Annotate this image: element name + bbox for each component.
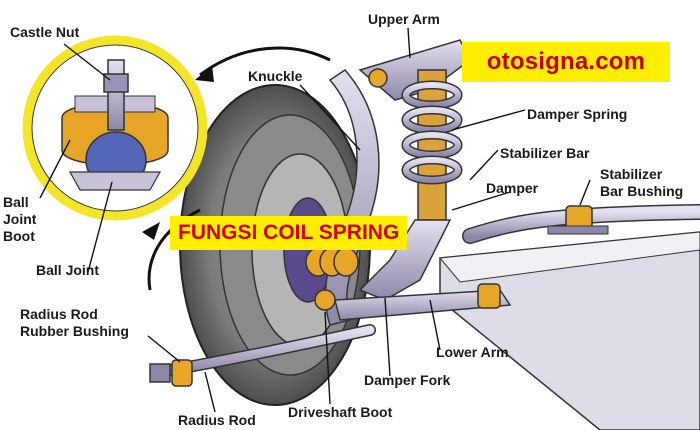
label-knuckle: Knuckle xyxy=(248,68,303,84)
label-radius-rod: Radius Rod xyxy=(178,412,256,428)
label-castle-nut: Castle Nut xyxy=(10,24,80,40)
radius-rod xyxy=(149,324,376,387)
stabilizer-bushing xyxy=(565,205,593,229)
label-radius-rod-bushing-1: Radius Rod xyxy=(20,306,98,322)
label-stabilizer-bar: Stabilizer Bar xyxy=(500,145,590,161)
label-damper-spring: Damper Spring xyxy=(527,106,628,122)
upper-arm xyxy=(358,39,471,101)
damper-spring xyxy=(401,69,463,221)
leader-lines xyxy=(39,27,591,413)
label-ball-joint-boot-1: Ball xyxy=(3,194,29,210)
label-ball-joint-boot-2: Joint xyxy=(3,211,37,227)
driveshaft-boot xyxy=(305,247,359,311)
label-damper-fork: Damper Fork xyxy=(364,372,451,388)
headline-banner: FUNGSI COIL SPRING xyxy=(170,216,408,250)
brand-watermark: otosigna.com xyxy=(462,42,670,82)
label-upper-arm: Upper Arm xyxy=(368,11,440,27)
radius-rod-bushing xyxy=(171,359,193,387)
label-radius-rod-bushing-2: Rubber Bushing xyxy=(20,323,129,339)
label-ball-joint-boot-3: Boot xyxy=(3,228,35,244)
label-damper: Damper xyxy=(486,180,539,196)
ball-joint-callout xyxy=(22,35,208,221)
castle-nut xyxy=(103,73,129,93)
label-stabilizer-bushing-1: Stabilizer xyxy=(600,166,663,182)
label-stabilizer-bushing-2: Bar Bushing xyxy=(600,183,684,199)
label-driveshaft-boot: Driveshaft Boot xyxy=(288,404,393,420)
stabilizer-bar xyxy=(462,204,700,244)
lower-arm xyxy=(334,289,512,321)
frame-member xyxy=(439,231,700,430)
label-ball-joint: Ball Joint xyxy=(36,262,100,278)
label-lower-arm: Lower Arm xyxy=(436,344,509,360)
